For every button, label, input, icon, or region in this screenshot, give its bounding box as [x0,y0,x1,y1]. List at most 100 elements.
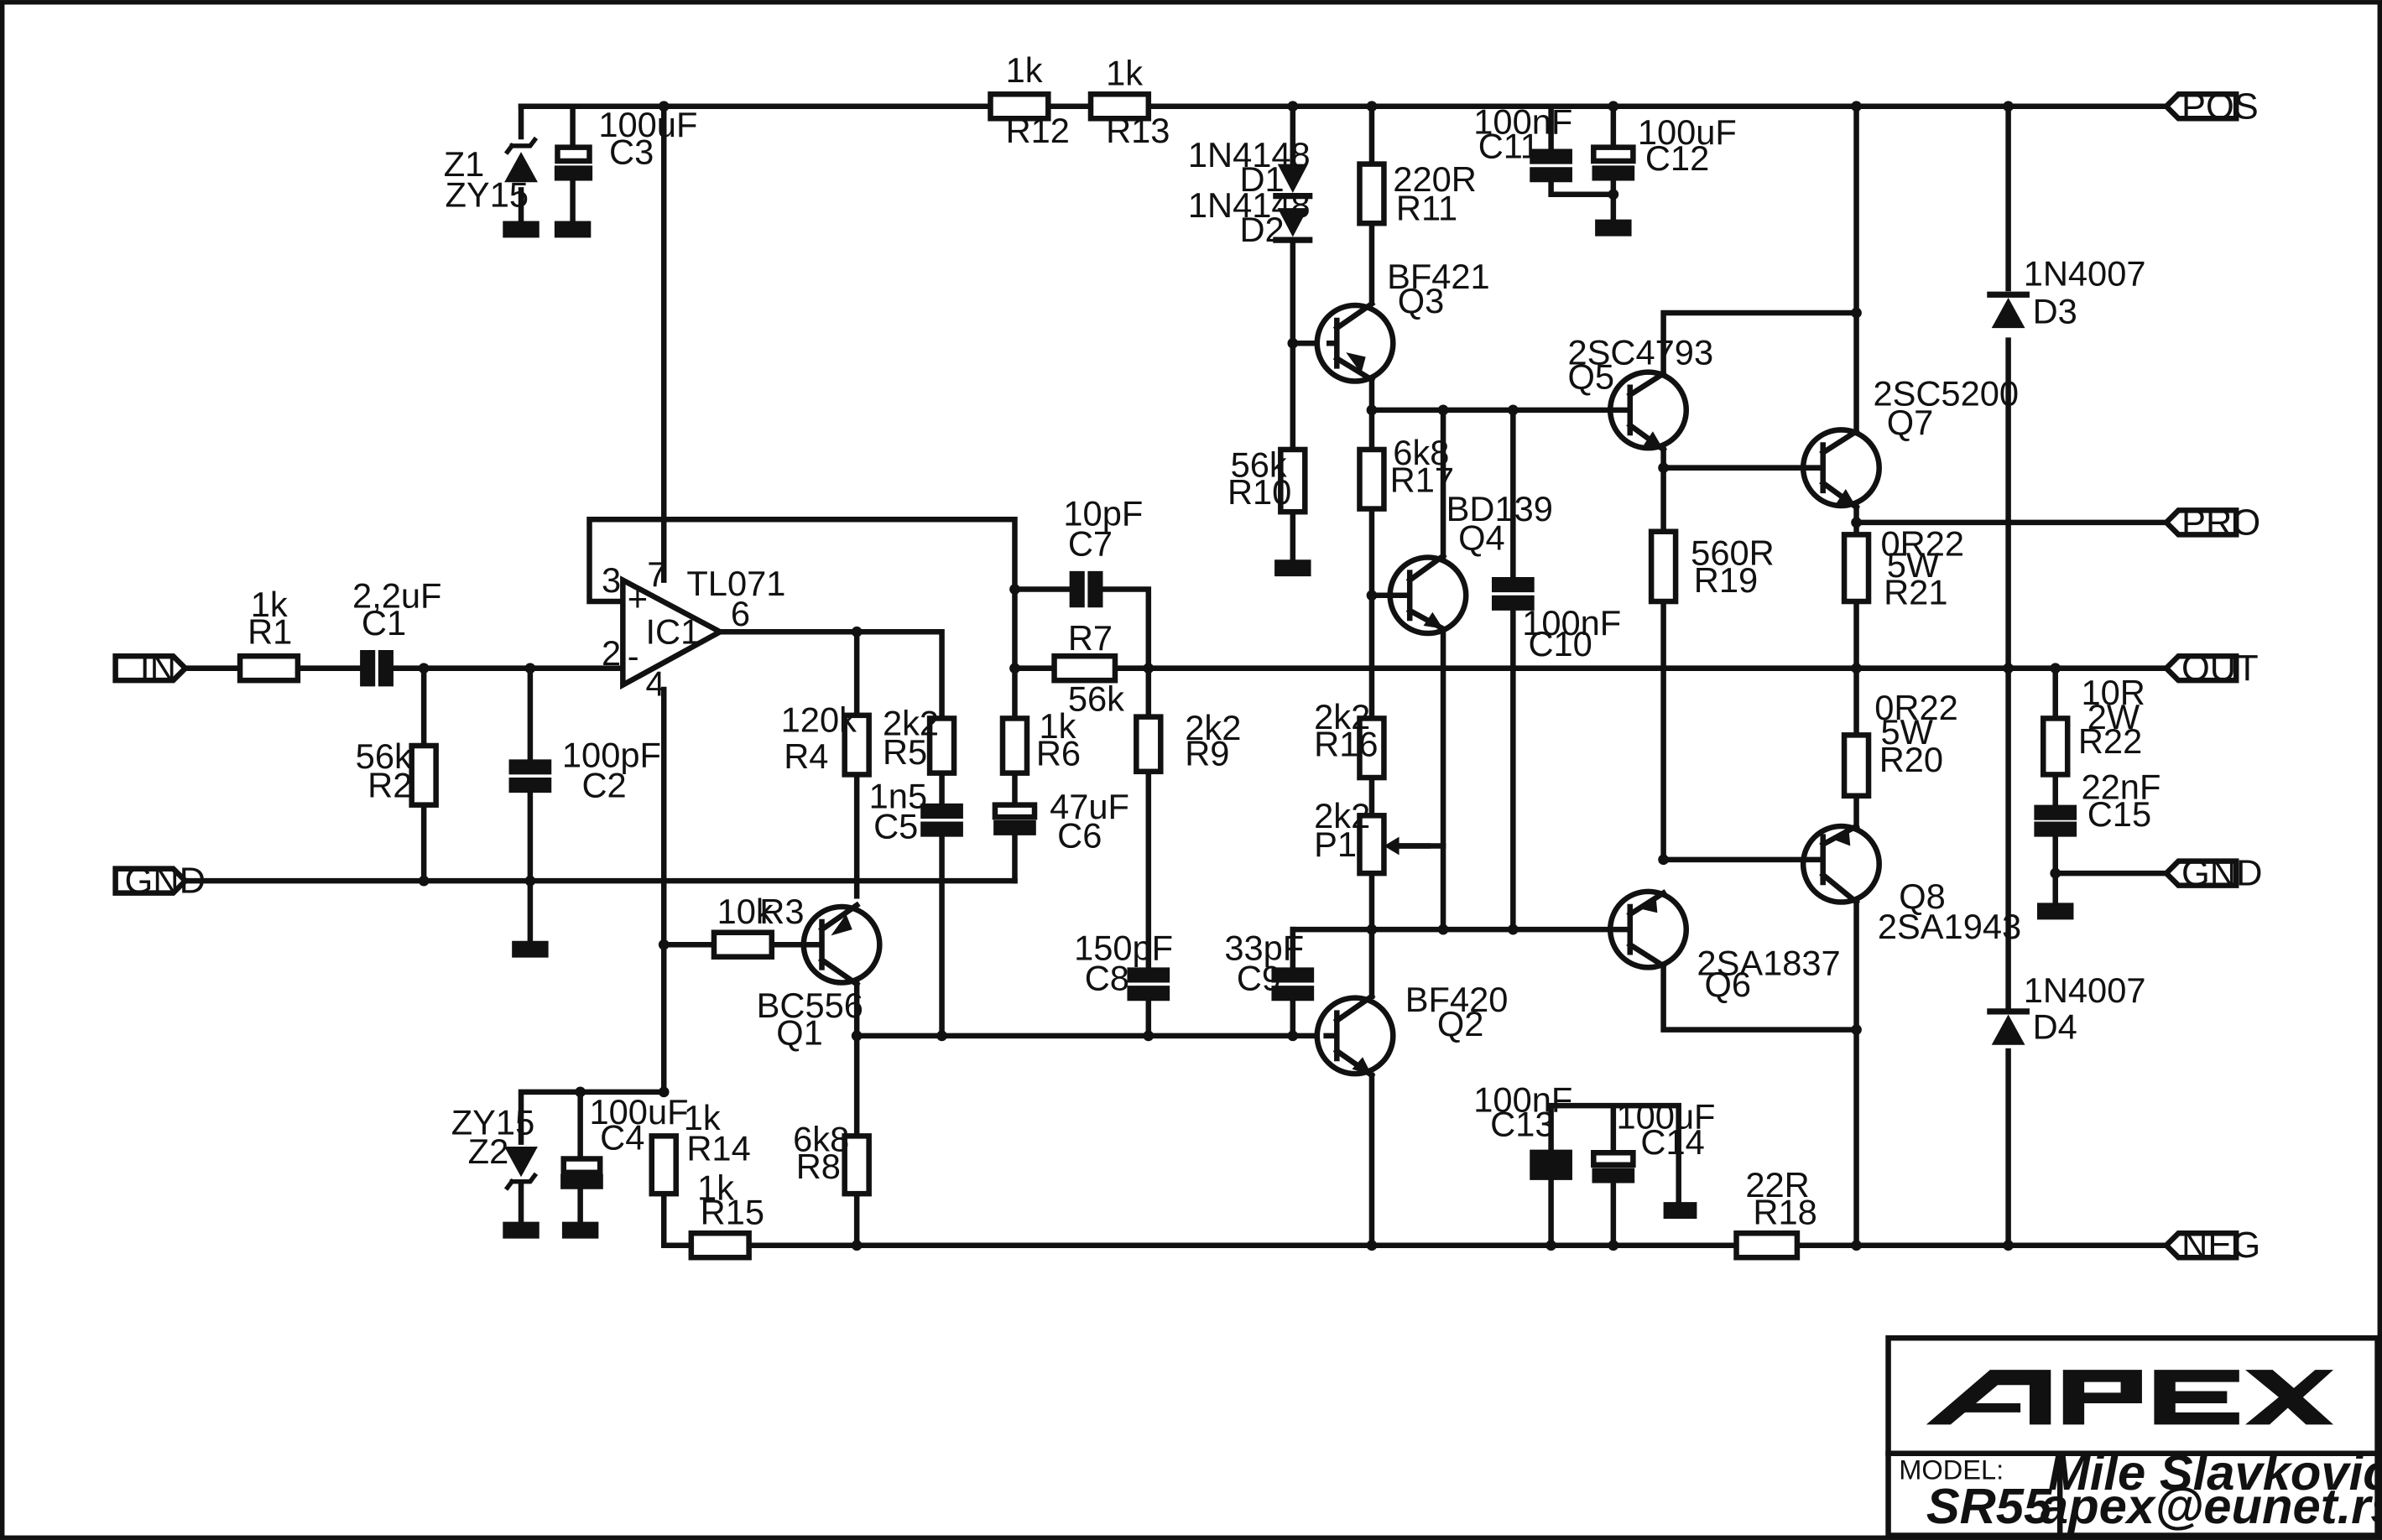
resistor-r11 [1357,161,1387,226]
resistor-r7 [1051,653,1118,684]
r6-ref: R6 [1036,734,1081,773]
capacitor-c15 [2034,804,2077,837]
r2-value: 56k [356,736,412,776]
diode-d1 [1273,164,1313,200]
r22-value: 10R [2082,673,2145,712]
r2-ref: R2 [367,766,412,805]
resistor-r6 [999,715,1030,776]
r1-value: 1k [251,585,288,624]
port-gnd-left: GND [112,861,206,902]
r5-value: 2k2 [883,703,939,742]
apex-logo [1926,1370,2334,1425]
ground-symbols [503,219,2074,1239]
r14-value: 1k [684,1098,721,1137]
port-in: IN [112,648,190,689]
c10-value: 100nF [1522,603,1621,643]
z1-value: ZY15 [446,174,529,214]
r1-ref: R1 [248,612,292,652]
c3-value: 100uF [598,105,697,144]
ic1-pin3: 3 [602,560,621,600]
capacitor-c7 [1069,570,1103,608]
transistor-q7 [1800,427,1882,512]
r16-value: 2k2 [1314,697,1370,736]
port-pos-label: POS [2181,86,2259,127]
r22-rating: 2W [2088,697,2140,736]
c11-ref: C11 [1478,126,1540,165]
z1-ref: Z1 [444,144,485,184]
d4-ref: D4 [2033,1007,2077,1046]
c13-value: 100nF [1473,1080,1572,1119]
resistor-r17 [1357,446,1387,512]
resistor-r16 [1357,715,1387,781]
capacitor-c8 [1127,967,1170,1002]
port-out: OUT [2162,648,2259,689]
r14-ref: R14 [686,1128,750,1168]
c6-value: 47uF [1050,787,1129,826]
transistor-q6 [1607,888,1690,970]
q8-value: 2SA1943 [1878,907,2021,946]
c12-ref: C12 [1645,138,1709,178]
r17-ref: R17 [1390,460,1454,500]
port-in-label: IN [140,648,176,689]
r10-ref: R10 [1227,472,1291,512]
transistor-q5 [1607,369,1690,454]
d2-ref: D2 [1239,210,1284,249]
port-pro-label: PRO [2181,502,2260,543]
c4-ref: C4 [600,1118,644,1158]
resistor-r10 [1278,446,1308,515]
r21-value: 0R22 [1881,524,1965,564]
resistor-r9 [1134,714,1164,775]
resistor-r18 [1733,1230,1801,1261]
port-pos: POS [2162,86,2259,127]
ic1-pin6: 6 [731,594,750,633]
ic1-plus: + [628,579,648,618]
r20-rating: 5W [1881,712,1934,752]
resistor-r15 [688,1230,752,1261]
resistor-r4 [842,712,872,778]
capacitor-c10 [1491,577,1535,611]
capacitor-c2 [508,759,552,793]
r13-value: 1k [1106,53,1143,92]
transistor-q1 [800,901,883,988]
resistor-r2 [409,742,439,808]
c7-value: 10pF [1063,493,1143,533]
port-gnd-left-label: GND [124,861,206,902]
c13-ref: C13 [1490,1104,1554,1143]
r21-ref: R21 [1884,573,1947,612]
r8-ref: R8 [796,1147,841,1186]
r9-ref: R9 [1185,734,1229,773]
c15-value: 22nF [2082,767,2161,806]
d1-value: 1N4148 [1188,135,1311,174]
r19-ref: R19 [1694,560,1758,600]
r6-value: 1k [1039,706,1076,746]
author-name: Mile Slavkovic [2048,1444,2382,1501]
q3-value: BF421 [1387,257,1490,296]
ic1-pin2: 2 [602,633,621,673]
r3-ref: R3 [759,892,804,931]
q2-value: BF420 [1405,980,1509,1019]
capacitor-c12 [1591,144,1636,181]
resistor-r22 [2040,715,2071,778]
port-neg-label: NEG [2181,1225,2260,1266]
d3-ref: D3 [2033,292,2077,331]
resistor-r3 [711,929,775,960]
q7-value: 2SC5200 [1873,373,2019,413]
q1-value: BC556 [757,986,863,1025]
capacitor-c1 [360,649,394,687]
q6-value: 2SA1837 [1697,943,1840,982]
zener-z2 [503,1147,539,1191]
ic1-minus: - [628,637,639,676]
r18-value: 22R [1745,1165,1809,1204]
r4-value: 120k [781,700,857,740]
r20-ref: R20 [1879,740,1943,779]
resistor-r21 [1841,532,1872,605]
wires [182,103,2170,1248]
c9-ref: C9 [1237,959,1281,998]
c3-ref: C3 [609,133,654,172]
c10-ref: C10 [1528,624,1592,663]
c1-ref: C1 [362,603,406,643]
diode-d3 [1987,291,2030,329]
z2-ref: Z2 [468,1132,509,1171]
